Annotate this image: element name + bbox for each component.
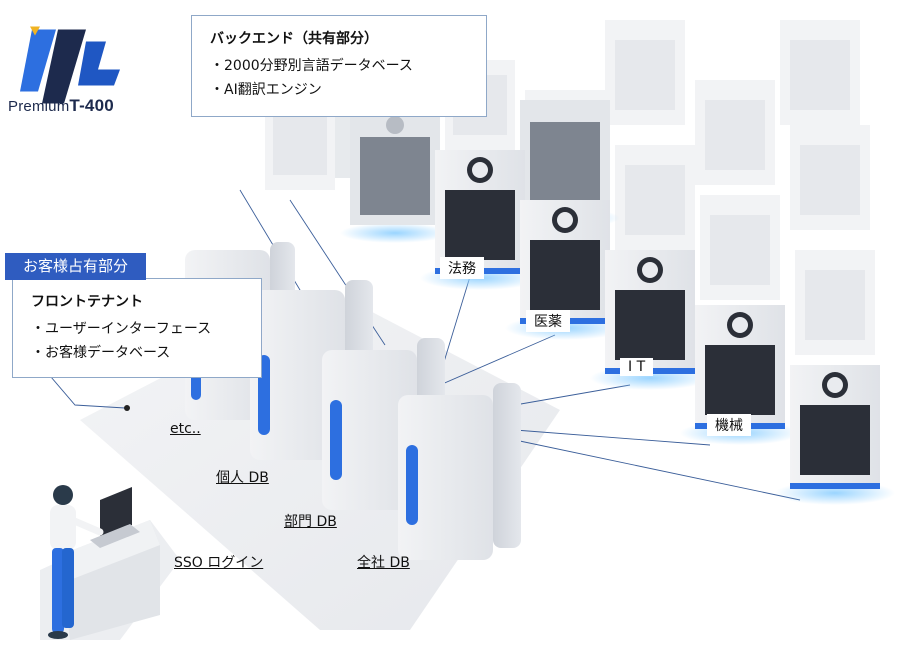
domain-label-medical: 医薬 (526, 310, 570, 332)
tenant-callout: フロントテナント ・ユーザーインターフェース ・お客様データベース (12, 278, 262, 378)
backend-callout-title: バックエンド（共有部分） (210, 28, 468, 48)
db-label-department: 部門 DB (284, 511, 337, 531)
tenant-callout-item: ・お客様データベース (31, 341, 243, 365)
db-label-etc: etc.. (170, 421, 201, 437)
domain-label-machinery: 機械 (707, 414, 751, 436)
tenant-callout-title: フロントテナント (31, 291, 243, 311)
logo-wordmark: PremiumT-400 (8, 96, 114, 116)
logo-model: T-400 (69, 96, 113, 115)
tenant-tag: お客様占有部分 (5, 253, 146, 280)
db-label-personal: 個人 DB (216, 467, 269, 487)
backend-callout: バックエンド（共有部分） ・2000分野別言語データベース ・AI翻訳エンジン (191, 15, 487, 117)
callout-anchor-dot (124, 405, 130, 411)
backend-server (340, 115, 450, 243)
db-tower-company (398, 383, 521, 560)
db-label-company: 全社 DB (357, 552, 410, 572)
backend-server (775, 365, 895, 505)
sso-login-label: SSO ログイン (174, 552, 263, 572)
domain-label-it: I T (620, 358, 653, 376)
backend-callout-item: ・2000分野別言語データベース (210, 54, 468, 78)
logo-brand: Premium (8, 98, 69, 115)
domain-label-legal: 法務 (440, 257, 484, 279)
backend-callout-item: ・AI翻訳エンジン (210, 78, 468, 102)
tenant-callout-item: ・ユーザーインターフェース (31, 317, 243, 341)
